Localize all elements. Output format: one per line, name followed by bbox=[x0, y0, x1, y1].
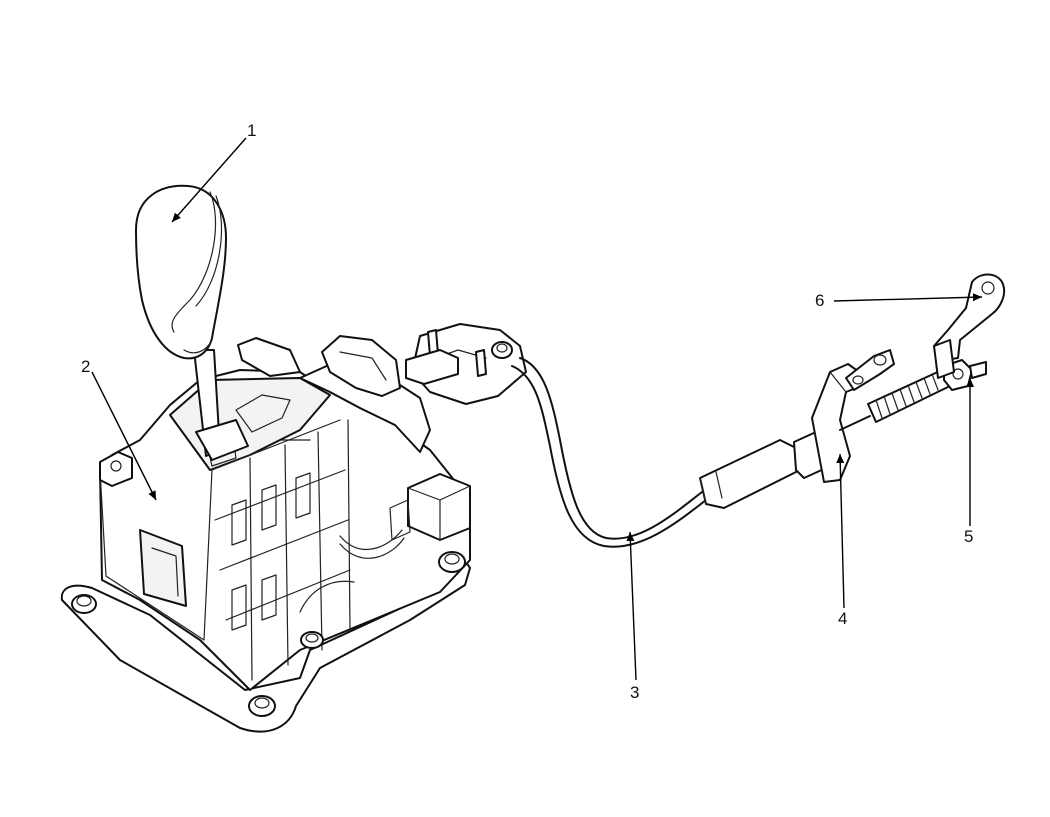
mount-bolt bbox=[491, 341, 513, 359]
callout-1: 1 bbox=[247, 121, 256, 140]
callout-2: 2 bbox=[81, 357, 90, 376]
housing-window bbox=[139, 529, 187, 607]
detent-bracket bbox=[237, 337, 301, 377]
shift-cable bbox=[405, 323, 827, 548]
detent-arc bbox=[299, 580, 355, 613]
stud-bolt bbox=[427, 329, 487, 377]
cable-run bbox=[519, 357, 703, 540]
shift-knob bbox=[135, 184, 227, 360]
shift-lever-assembly bbox=[60, 335, 471, 733]
bracket-arm bbox=[845, 349, 895, 391]
interlock-solenoid bbox=[321, 335, 401, 397]
mounting-bolt bbox=[438, 551, 466, 573]
leader-1 bbox=[171, 137, 247, 223]
lever-boot-base bbox=[195, 419, 249, 461]
cable-bracket bbox=[811, 349, 895, 483]
screw-tab-top-left bbox=[99, 451, 133, 487]
leader-6 bbox=[833, 293, 983, 302]
mounting-bolt bbox=[248, 695, 276, 717]
leader-2 bbox=[91, 371, 157, 501]
mounting-bolt bbox=[300, 631, 324, 649]
wiring-connector bbox=[339, 473, 471, 559]
leader-3 bbox=[626, 531, 637, 681]
cable-adjuster bbox=[839, 359, 987, 431]
leader-lines bbox=[91, 137, 983, 681]
cable-end-housing bbox=[405, 349, 459, 385]
manual-control-lever bbox=[933, 273, 1006, 379]
callout-4: 4 bbox=[838, 609, 847, 628]
callouts: 1 2 3 4 5 6 bbox=[81, 121, 973, 702]
callout-5: 5 bbox=[964, 527, 973, 546]
leader-4 bbox=[836, 453, 845, 609]
callout-6: 6 bbox=[815, 291, 824, 310]
housing-ribs bbox=[211, 419, 351, 621]
callout-3: 3 bbox=[630, 683, 639, 702]
cable-sleeve bbox=[699, 439, 801, 509]
mounting-bolt bbox=[71, 594, 97, 614]
